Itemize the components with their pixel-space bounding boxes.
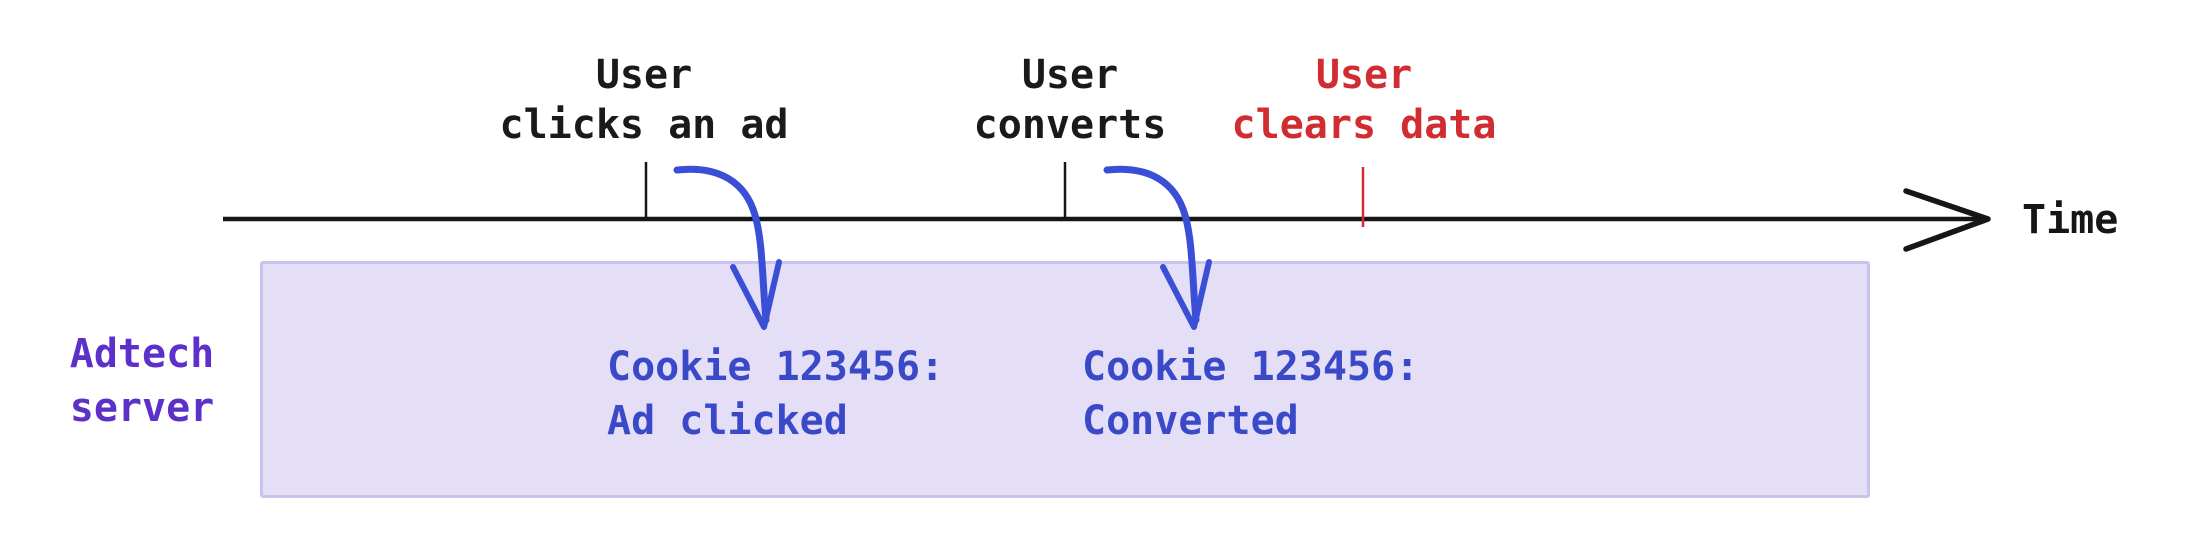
adtech-server-box bbox=[260, 261, 1870, 498]
curved-arrow-convert bbox=[1103, 165, 1200, 324]
event-label-convert-line1: User bbox=[1021, 52, 1119, 98]
event-label-click-line1: User bbox=[595, 52, 693, 98]
adtech-server-label-line1: Adtech bbox=[69, 331, 215, 377]
curved-arrow-click-head-icon bbox=[730, 259, 782, 330]
cookie-record-ad-clicked-line2: Ad clicked bbox=[607, 398, 848, 444]
event-label-convert-line2: converts bbox=[973, 102, 1167, 148]
curved-arrow-convert-head-icon bbox=[1160, 259, 1212, 330]
event-label-convert: User converts bbox=[974, 50, 1167, 150]
event-label-click: User clicks an ad bbox=[500, 50, 789, 150]
event-label-click-line2: clicks an ad bbox=[499, 102, 789, 148]
time-axis-label: Time bbox=[2022, 197, 2119, 243]
cookie-record-converted: Cookie 123456: Converted bbox=[1082, 340, 1419, 448]
event-label-clear: User clears data bbox=[1232, 50, 1497, 150]
event-label-clear-line2: clears data bbox=[1231, 102, 1497, 148]
cookie-record-converted-line2: Converted bbox=[1082, 398, 1299, 444]
curved-arrow-click bbox=[673, 165, 770, 324]
event-label-clear-line1: User bbox=[1315, 52, 1413, 98]
adtech-server-label: Adtech server bbox=[70, 327, 215, 435]
time-axis-arrowhead-icon bbox=[1903, 188, 1991, 252]
adtech-server-label-line2: server bbox=[69, 385, 215, 431]
cookie-record-ad-clicked: Cookie 123456: Ad clicked bbox=[607, 340, 944, 448]
cookie-record-converted-line1: Cookie 123456: bbox=[1082, 344, 1420, 390]
cookie-record-ad-clicked-line1: Cookie 123456: bbox=[607, 344, 945, 390]
